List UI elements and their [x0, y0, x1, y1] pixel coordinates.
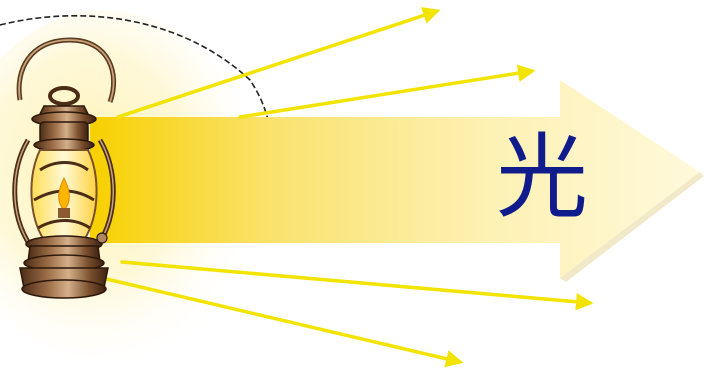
light-character: 光 [492, 118, 592, 238]
ray-2 [240, 71, 532, 117]
